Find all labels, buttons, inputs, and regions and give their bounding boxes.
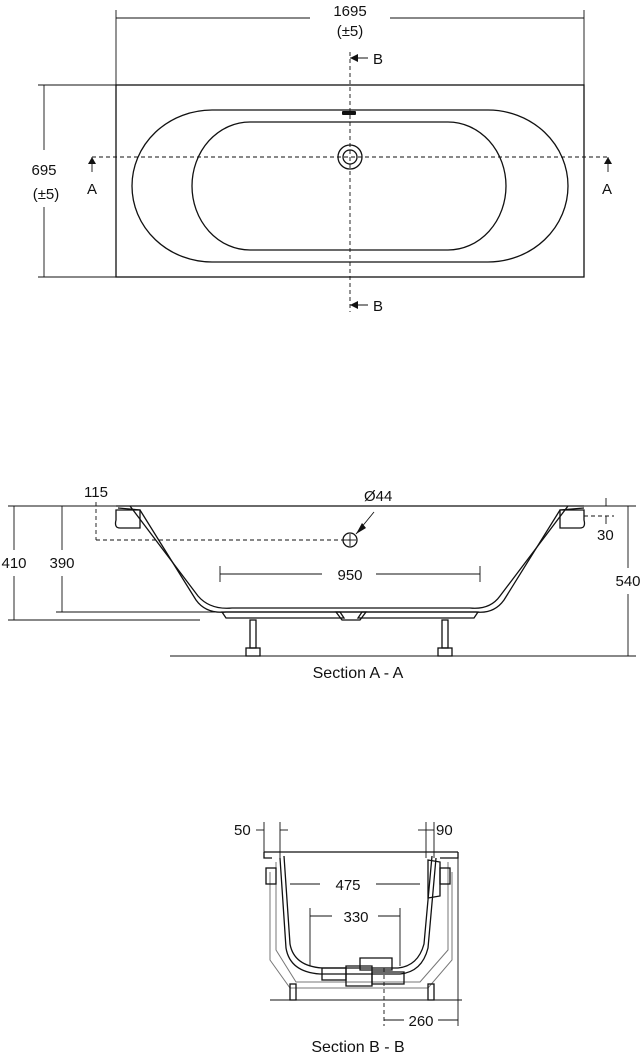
bb-shell-outer — [279, 857, 437, 975]
bath-floor-outline — [191, 121, 507, 251]
section-b-arrow-bottom-icon — [350, 301, 358, 309]
bb-trap-body — [345, 965, 373, 987]
aa-foot-left — [245, 647, 261, 657]
aa-dim-30-label: 30 — [597, 527, 614, 544]
aa-dim-44-label: Ø44 — [364, 488, 392, 505]
bb-frame — [275, 862, 449, 983]
bb-waste-outlet — [359, 957, 393, 971]
section-aa-view: 115 Ø44 410 390 950 30 — [1, 484, 640, 682]
bb-rim-right — [440, 852, 459, 859]
bb-leg-left — [289, 983, 297, 1001]
aa-dim-115-label: 115 — [84, 484, 108, 501]
overflow-slot-icon — [342, 111, 356, 115]
length-tolerance-label: (±5) — [337, 23, 364, 40]
section-b-label-bottom: B — [373, 298, 383, 315]
section-a-label-right: A — [602, 181, 612, 198]
aa-base-board-left — [220, 611, 346, 619]
aa-dim-390-label: 390 — [49, 555, 74, 572]
aa-leg-left — [249, 619, 257, 649]
bb-waste-pipe — [371, 971, 405, 985]
bb-dim-260-label: 260 — [408, 1013, 433, 1030]
bb-frame-outer — [269, 872, 453, 989]
bb-dim-475-label: 475 — [335, 877, 360, 894]
section-b-arrow-top-icon — [350, 54, 358, 62]
aa-dim-410-label: 410 — [1, 555, 26, 572]
aa-foot-right — [437, 647, 453, 657]
aa-shell-outer — [117, 507, 585, 613]
section-bb-view: 50 90 475 330 260 Section B - B — [234, 822, 462, 1056]
section-aa-caption: Section A - A — [313, 665, 404, 682]
bb-dim-50-label: 50 — [234, 822, 251, 839]
bb-dim-90-label: 90 — [436, 822, 453, 839]
aa-base-board-right — [356, 611, 480, 619]
bb-rim-left — [263, 852, 272, 859]
aa-shell-inner — [129, 505, 569, 609]
aa-overflow-hole-icon — [342, 532, 358, 548]
bath-inner-top-edge — [131, 109, 569, 263]
aa-waste-trap — [334, 611, 368, 621]
width-dim-label: 695 — [31, 162, 56, 179]
bb-overflow-unit — [427, 859, 441, 899]
plan-view: 1695 (±5) 695 (±5) A A B B — [31, 3, 612, 315]
aa-dim-540-label: 540 — [615, 573, 640, 590]
section-a-arrow-right-icon — [604, 157, 612, 164]
aa-dim-950-label: 950 — [337, 567, 362, 584]
bb-leg-right — [427, 983, 435, 1001]
section-a-label-left: A — [87, 181, 97, 198]
aa-end-bracket-right — [559, 509, 586, 529]
length-dim-label: 1695 — [333, 3, 366, 20]
width-tolerance-label: (±5) — [33, 186, 60, 203]
bb-bracket-left — [265, 867, 277, 885]
section-bb-caption: Section B - B — [311, 1039, 404, 1056]
aa-leg-right — [441, 619, 449, 649]
section-b-label-top: B — [373, 51, 383, 68]
aa-end-bracket-left — [114, 509, 141, 529]
bb-dim-330-label: 330 — [343, 909, 368, 926]
section-a-arrow-left-icon — [88, 157, 96, 164]
aa-dim-44-arrow-icon — [356, 523, 366, 534]
